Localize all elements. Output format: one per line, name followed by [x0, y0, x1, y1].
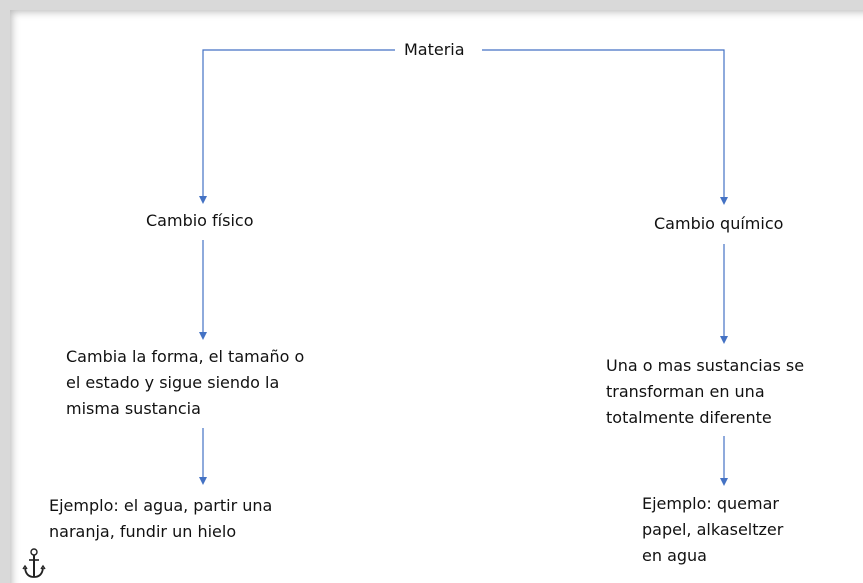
left-description-line: Cambia la forma, el tamaño o — [66, 347, 305, 366]
node-right-title: Cambio químico — [654, 211, 784, 237]
connector-root-right — [482, 49, 725, 199]
left-description-line: misma sustancia — [66, 399, 201, 418]
arrowhead-left-description — [199, 332, 207, 340]
right-description-line: Una o mas sustancias se — [606, 356, 805, 375]
node-left-title: Cambio físico — [146, 208, 254, 234]
right-example-line: en agua — [642, 546, 707, 565]
arrowhead-left-example — [199, 477, 207, 485]
node-right-description: Una o mas sustancias se transforman en u… — [606, 353, 805, 431]
arrowhead-right-description — [720, 336, 728, 344]
anchor-icon[interactable] — [22, 548, 46, 580]
right-description-line: transforman en una — [606, 382, 765, 401]
connector-root-left — [202, 49, 395, 198]
arrowhead-left-title — [199, 196, 207, 204]
arrowhead-right-example — [720, 478, 728, 486]
left-example-line: naranja, fundir un hielo — [49, 522, 237, 541]
right-example-line: Ejemplo: quemar — [642, 494, 779, 513]
right-example-line: papel, alkaseltzer — [642, 520, 784, 539]
right-description-line: totalmente diferente — [606, 408, 772, 427]
left-example-line: Ejemplo: el agua, partir una — [49, 496, 273, 515]
node-left-description: Cambia la forma, el tamaño o el estado y… — [66, 344, 305, 422]
arrowhead-right-title — [720, 197, 728, 205]
node-right-example: Ejemplo: quemar papel, alkaseltzer en ag… — [642, 491, 784, 569]
left-description-line: el estado y sigue siendo la — [66, 373, 280, 392]
node-left-example: Ejemplo: el agua, partir una naranja, fu… — [49, 493, 273, 545]
node-root: Materia — [404, 37, 465, 63]
